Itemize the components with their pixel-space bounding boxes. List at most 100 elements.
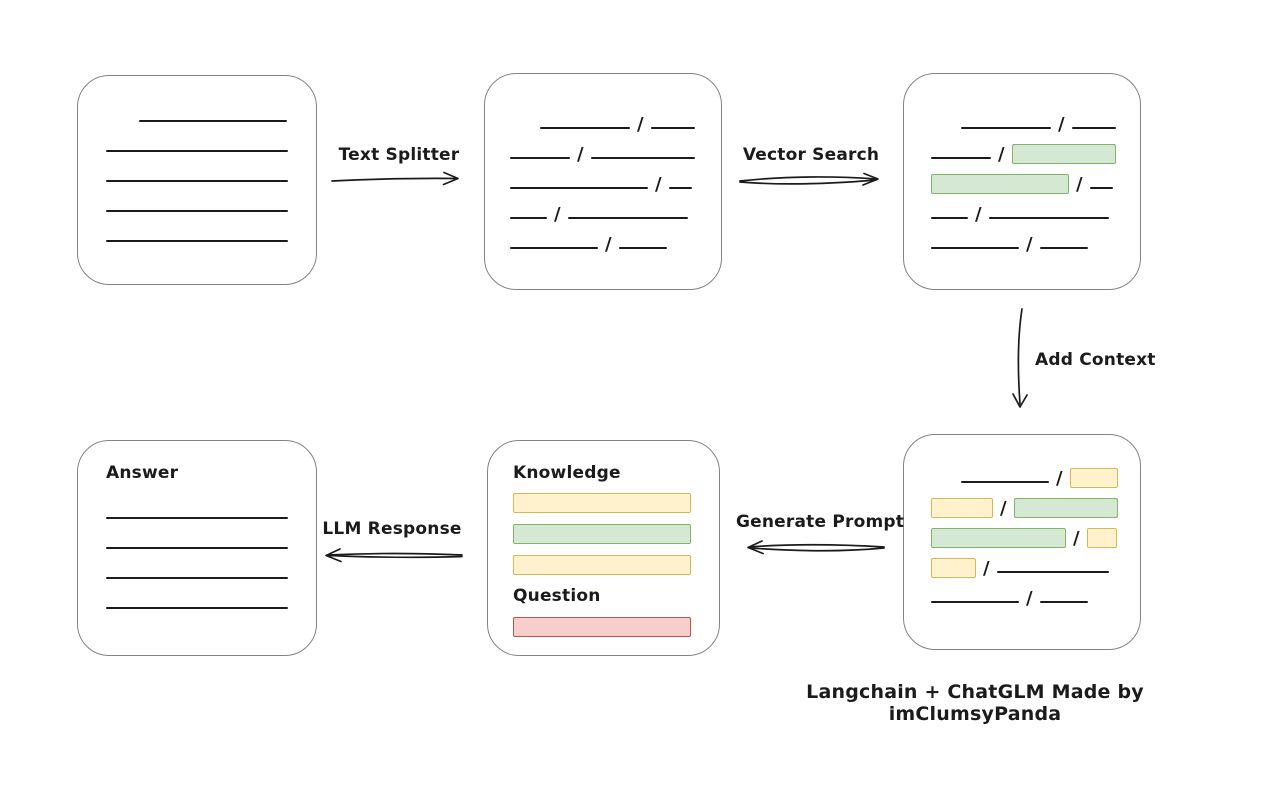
segment-row	[106, 554, 316, 584]
segment-row: /	[931, 134, 1140, 165]
vector-search-arrow-icon	[739, 172, 879, 186]
segment-row: /	[510, 194, 721, 225]
llm-response-arrow-icon	[325, 548, 463, 563]
yellow-chunk	[931, 498, 993, 518]
text-line	[567, 217, 688, 219]
split-slash: /	[577, 144, 584, 165]
yellow-chunk	[1086, 528, 1117, 548]
green-chunk	[1013, 498, 1118, 518]
generate-prompt-label: Generate Prompt	[736, 512, 905, 532]
text-line	[650, 127, 695, 129]
split-slash: /	[1000, 498, 1007, 519]
split-slash: /	[998, 144, 1005, 165]
text-line	[139, 120, 287, 122]
yellow-bar	[513, 493, 691, 513]
prompt-content: Knowledge Question	[488, 441, 719, 655]
segment-row: /	[931, 224, 1140, 255]
split-slash: /	[655, 174, 662, 195]
llm-response-label: LLM Response	[322, 519, 462, 539]
text-line	[1039, 601, 1088, 603]
segment-row: /	[931, 488, 1140, 519]
text-line	[931, 217, 968, 219]
text-line	[510, 217, 547, 219]
matched-chunk-lines: /////	[904, 74, 1140, 255]
text-line	[618, 247, 667, 249]
text-line	[106, 210, 288, 212]
text-line	[106, 607, 288, 609]
segment-row: /	[931, 458, 1140, 489]
answer-lines	[106, 484, 316, 614]
text-line	[996, 571, 1109, 573]
answer-heading: Answer	[106, 463, 179, 483]
text-line	[106, 150, 288, 152]
split-slash: /	[554, 204, 561, 225]
text-line	[106, 180, 288, 182]
generate-prompt-arrow-icon	[747, 540, 885, 555]
node-document	[77, 75, 317, 285]
segment-row	[106, 127, 316, 157]
red-bar	[513, 617, 691, 637]
text-line	[931, 157, 991, 159]
text-line	[1039, 247, 1088, 249]
text-line	[106, 240, 288, 242]
context-chunk-lines: / / / / /	[904, 435, 1140, 609]
segment-row	[106, 217, 316, 247]
segment-row: /	[931, 548, 1140, 579]
segment-row: /	[510, 104, 721, 135]
question-heading: Question	[513, 586, 601, 606]
node-text-chunks: / / / / /	[484, 73, 722, 290]
split-slash: /	[1073, 528, 1080, 549]
text-line	[590, 157, 695, 159]
green-chunk	[1011, 144, 1116, 164]
node-matched-chunks: /////	[903, 73, 1141, 290]
segment-row: /	[931, 194, 1140, 225]
text-line	[931, 601, 1019, 603]
node-answer: Answer	[77, 440, 317, 656]
text-line	[106, 517, 288, 519]
segment-row	[106, 524, 316, 554]
knowledge-bars	[513, 493, 719, 575]
segment-row	[106, 584, 316, 614]
yellow-chunk	[931, 558, 976, 578]
segment-row: /	[931, 104, 1140, 135]
split-slash: /	[637, 114, 644, 135]
document-lines	[78, 76, 316, 247]
split-slash: /	[1056, 468, 1063, 489]
segment-row: /	[931, 164, 1140, 195]
yellow-bar	[513, 555, 691, 575]
add-context-label: Add Context	[1035, 350, 1156, 370]
text-line	[510, 157, 570, 159]
split-slash: /	[1026, 234, 1033, 255]
answer-content: Answer	[78, 441, 316, 655]
yellow-chunk	[1069, 468, 1118, 488]
green-chunk	[931, 528, 1066, 548]
text-line	[961, 127, 1051, 129]
segment-row: /	[510, 134, 721, 165]
segment-row: /	[510, 224, 721, 255]
segment-row	[106, 157, 316, 187]
green-bar	[513, 524, 691, 544]
knowledge-heading: Knowledge	[513, 463, 621, 483]
footer-credit: Langchain + ChatGLM Made by imClumsyPand…	[806, 681, 1144, 725]
split-slash: /	[1058, 114, 1065, 135]
text-splitter-label: Text Splitter	[338, 145, 460, 165]
segment-row: /	[931, 518, 1140, 549]
text-line	[510, 247, 598, 249]
split-slash: /	[983, 558, 990, 579]
text-line	[1089, 187, 1113, 189]
text-line	[106, 577, 288, 579]
text-splitter-arrow-icon	[331, 171, 459, 186]
node-context-chunks: / / / / /	[903, 434, 1141, 650]
segment-row	[106, 97, 316, 127]
text-line	[510, 187, 648, 189]
text-line	[540, 127, 630, 129]
segment-row	[106, 187, 316, 217]
text-line	[931, 247, 1019, 249]
text-line	[988, 217, 1109, 219]
segment-row: /	[931, 578, 1140, 609]
vector-search-label: Vector Search	[742, 145, 880, 165]
split-slash: /	[605, 234, 612, 255]
split-slash: /	[1026, 588, 1033, 609]
text-line	[668, 187, 692, 189]
